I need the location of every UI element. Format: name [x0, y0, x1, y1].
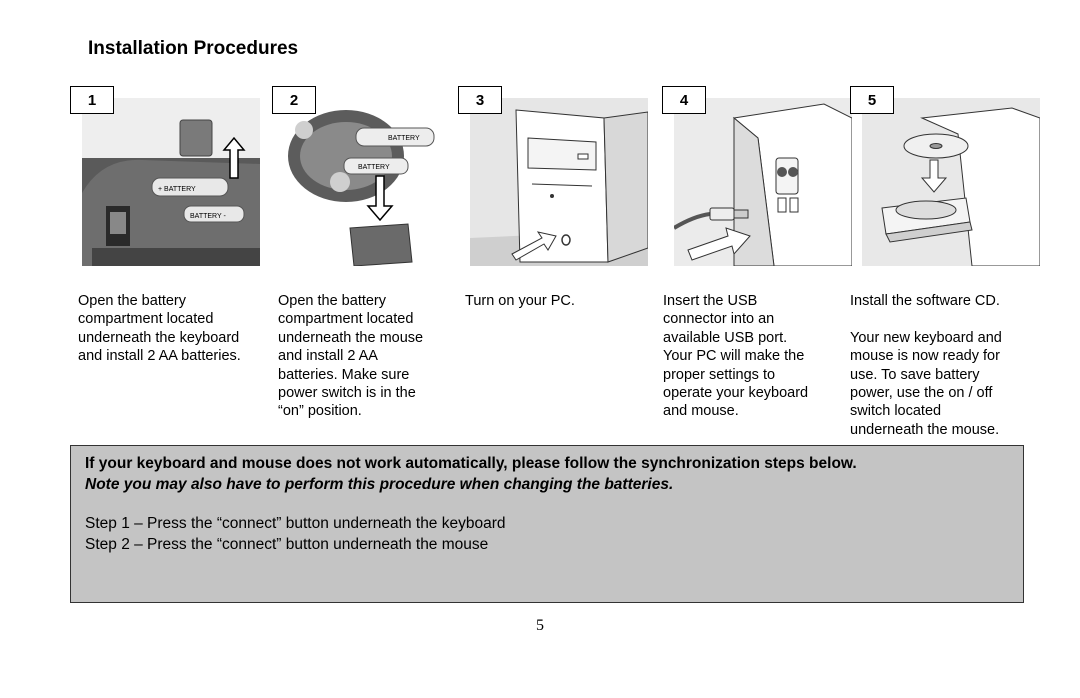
sync-step-2: Step 2 – Press the “connect” button unde…	[85, 536, 489, 553]
step-2: 2 BATTERY BATTERY	[272, 86, 462, 266]
battery-label: BATTERY -	[190, 213, 226, 220]
mouse-battery-photo: BATTERY BATTERY	[284, 98, 462, 266]
page-title: Installation Procedures	[88, 38, 299, 59]
battery-label: + BATTERY	[158, 186, 196, 193]
step-4: 4	[662, 86, 852, 266]
step-5: 5	[850, 86, 1040, 266]
step-number: 5	[850, 86, 894, 114]
step-number: 2	[272, 86, 316, 114]
keyboard-battery-photo: + BATTERY BATTERY -	[82, 98, 260, 266]
step-3-description: Turn on your PC.	[465, 293, 575, 309]
step-4-description: Insert the USB connector into an availab…	[663, 293, 809, 420]
step-number: 1	[70, 86, 114, 114]
battery-label: BATTERY	[388, 135, 420, 142]
usb-insert-photo	[674, 98, 852, 266]
step-number: 3	[458, 86, 502, 114]
step-3: 3	[458, 86, 648, 266]
pc-power-photo	[470, 98, 648, 266]
step-number: 4	[662, 86, 706, 114]
sync-step-1: Step 1 – Press the “connect” button unde…	[85, 515, 506, 532]
sync-note-heading: If your keyboard and mouse does not work…	[85, 455, 857, 472]
cd-install-photo	[862, 98, 1040, 266]
step-1: 1 + BATTERY BATTERY -	[70, 86, 260, 266]
step-1-description: Open the battery compartment located und…	[78, 293, 241, 365]
step-5-description: Install the software CD. Your new keyboa…	[850, 293, 1002, 438]
sync-note-italic: Note you may also have to perform this p…	[85, 476, 674, 493]
battery-label: BATTERY	[358, 164, 390, 171]
page-number: 5	[536, 617, 544, 634]
sync-note-box: If your keyboard and mouse does not work…	[70, 445, 1024, 603]
step-2-description: Open the battery compartment located und…	[278, 293, 424, 420]
